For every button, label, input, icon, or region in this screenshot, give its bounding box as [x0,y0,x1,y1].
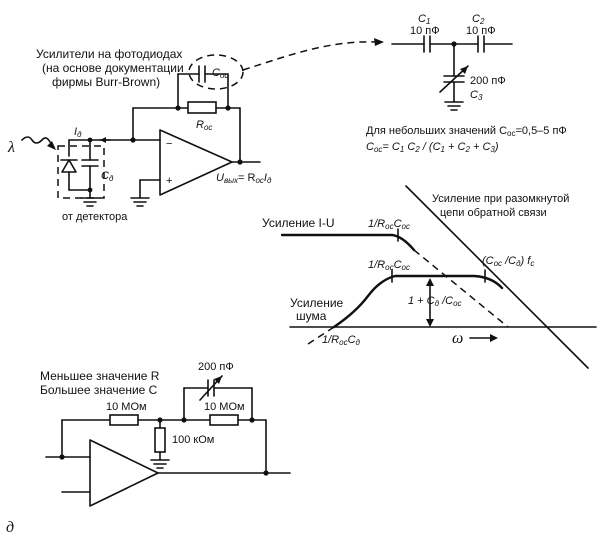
bottom-res-2 [209,414,239,426]
cap-note-line1: Для небольших значений Cос=0,5–5 пФ [366,125,567,138]
bottom-c-value: 200 пФ [198,361,234,373]
open-loop-line1: Усиление при разомкнутой [432,193,569,205]
bottom-circuit [45,375,291,507]
c1-value: 10 пФ [410,25,440,37]
bottom-r2-value: 10 МОм [204,401,245,413]
bottom-note-line2: Большее значение C [40,383,158,397]
bottom-res-1 [109,414,139,426]
cap-note-line2: Cос= C1 C2 / (C1 + C2 + C3) [366,141,499,154]
pole1-label: 1/RосCос [368,218,410,231]
panel-letter: д [6,519,14,536]
top-cap-highlight [188,54,244,90]
pole2-label: 1/RосCос [368,259,410,272]
photodiode [57,137,134,207]
light-symbol: λ [7,139,15,156]
c2-value: 10 пФ [466,25,496,37]
bottom-r1-value: 10 МОм [106,401,147,413]
noise-gain-curve [332,274,504,329]
c3-value: 200 пФ [470,75,506,87]
omega-label: ω [452,330,463,347]
c2-label: C2 [472,13,485,26]
top-title-line3: фирмы Burr-Brown) [52,75,160,89]
bottom-res-3 [154,427,166,453]
top-opamp: − + [159,129,233,196]
cap-network [391,35,513,111]
top-output-label: Uвых= RосIд [216,172,272,185]
iu-gain-label: Усиление I-U [262,216,335,230]
top-res-label: Rос [196,119,212,132]
open-loop-line2: цепи обратной связи [440,207,547,219]
open-loop-line [405,185,589,369]
bottom-note-line1: Меньшее значение R [40,369,160,383]
light-wave [21,136,51,144]
iu-gain-curve [280,233,416,252]
fc-label: (Cос /Cд) fc [482,255,534,268]
noise-gain-label: 1 + Cд /Cос [408,295,462,308]
top-title-line1: Усилители на фотодиодах [36,47,182,61]
c1-label: C1 [418,13,430,26]
top-opamp-minus: − [166,138,172,150]
noise-label-line2: шума [296,309,327,323]
top-res-feedback [187,101,217,114]
zero-label: 1/RосCд [322,334,361,347]
top-cap-label: Cос [212,67,228,80]
bode-plot [280,185,597,369]
top-feedback [130,54,244,163]
bottom-r3-value: 100 кОм [172,434,214,446]
noise-label-line1: Усиление [290,296,344,310]
top-title-line2: (на основе документации [42,61,184,75]
detector-label: от детектора [62,211,128,223]
top-opamp-plus: + [166,175,172,187]
c3-label: C3 [470,89,483,102]
current-label: Iд [74,126,82,139]
cap-det-label: Cд [101,170,114,183]
